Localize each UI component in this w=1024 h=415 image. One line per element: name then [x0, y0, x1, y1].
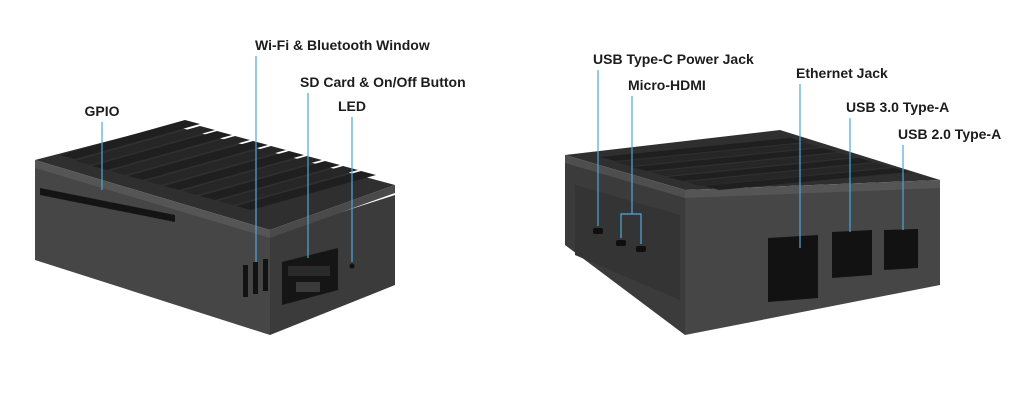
micro-hdmi-port-1: [616, 240, 626, 246]
sd-card-slot: [288, 266, 330, 276]
micro-hdmi-leader: [620, 213, 642, 244]
left-case: GPIO Wi-Fi & Bluetooth Window SD Card & …: [35, 37, 466, 335]
ethernet-label: Ethernet Jack: [796, 65, 888, 81]
right-case-side-bevel: [565, 155, 685, 198]
usb2-port: [884, 229, 918, 270]
gpio-label: GPIO: [84, 103, 119, 119]
micro-hdmi-label: Micro-HDMI: [628, 77, 706, 93]
right-case-fins: [600, 138, 909, 190]
wifi-bt-label: Wi-Fi & Bluetooth Window: [255, 37, 430, 53]
power-button: [296, 282, 320, 292]
usb2-label: USB 2.0 Type-A: [898, 126, 1001, 142]
wifi-bt-vent: [243, 259, 268, 297]
left-case-front-bevel: [35, 160, 270, 238]
usb3-port: [832, 230, 872, 278]
ethernet-port: [768, 235, 818, 302]
left-case-front-face: [35, 165, 270, 335]
side-port-recess: [575, 185, 680, 300]
usb-c-label: USB Type-C Power Jack: [593, 51, 754, 67]
micro-hdmi-port-2: [636, 246, 646, 252]
left-case-side-bevel: [270, 185, 395, 238]
usb-c-port: [593, 228, 603, 234]
left-case-fins: [60, 120, 376, 210]
sd-card-label: SD Card & On/Off Button: [300, 74, 466, 90]
gpio-slot: [40, 188, 175, 222]
right-case: USB Type-C Power Jack Micro-HDMI Etherne…: [565, 51, 1001, 335]
right-case-rear-bevel: [685, 180, 940, 198]
led-indicator: [349, 263, 355, 269]
usb3-label: USB 3.0 Type-A: [846, 99, 949, 115]
led-label: LED: [338, 98, 366, 114]
